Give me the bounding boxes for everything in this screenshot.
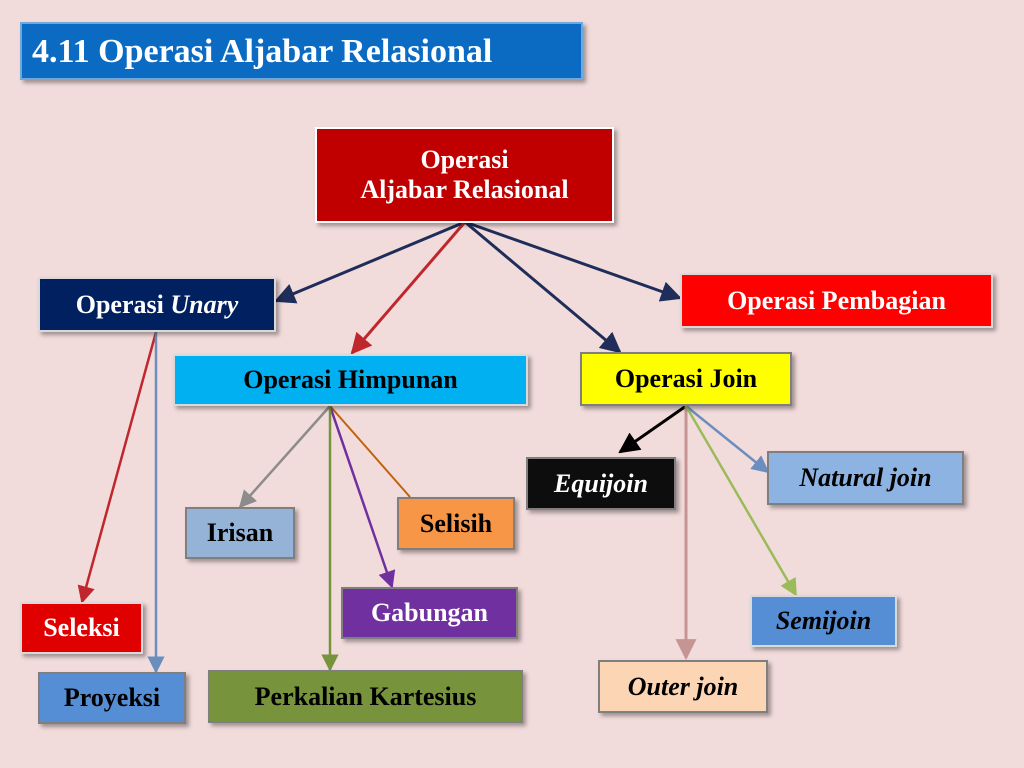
node-semijoin: Semijoin: [750, 595, 897, 647]
edge-himpunan-irisan: [238, 405, 331, 509]
node-natural-join: Natural join: [767, 451, 964, 505]
edge-himpunan-selisih: [329, 405, 411, 498]
node-proyeksi: Proyeksi: [38, 672, 186, 724]
edge-join-natural: [685, 405, 770, 474]
edge-root-pembagian: [464, 220, 682, 302]
slide-title: 4.11 Operasi Aljabar Relasional: [20, 22, 583, 80]
node-perkalian-kartesius: Perkalian Kartesius: [208, 670, 523, 723]
edge-join-equijoin: [618, 404, 687, 454]
node-outer-join: Outer join: [598, 660, 768, 713]
node-operasi-himpunan: Operasi Himpunan: [173, 354, 528, 406]
node-operasi-join: Operasi Join: [580, 352, 792, 406]
edge-root-join: [464, 220, 622, 354]
edge-himpunan-gabungan: [328, 405, 396, 589]
node-selisih: Selisih: [397, 497, 515, 550]
edge-root-unary: [274, 220, 466, 304]
unary-prefix: Operasi: [75, 289, 164, 319]
node-seleksi: Seleksi: [20, 602, 143, 654]
node-operasi-unary: Operasi Unary: [38, 277, 276, 332]
edge-join-semijoin: [684, 405, 798, 597]
unary-italic: Unary: [170, 289, 239, 319]
root-line-1: Operasi: [420, 145, 509, 175]
node-irisan: Irisan: [185, 507, 295, 559]
root-line-2: Aljabar Relasional: [360, 175, 569, 204]
edge-root-himpunan: [350, 221, 467, 355]
node-equijoin: Equijoin: [526, 457, 676, 510]
node-operasi-pembagian: Operasi Pembagian: [680, 273, 993, 328]
node-gabungan: Gabungan: [341, 587, 518, 639]
node-operasi-aljabar-relasional: Operasi Aljabar Relasional: [315, 127, 614, 223]
edge-unary-seleksi: [77, 331, 158, 604]
